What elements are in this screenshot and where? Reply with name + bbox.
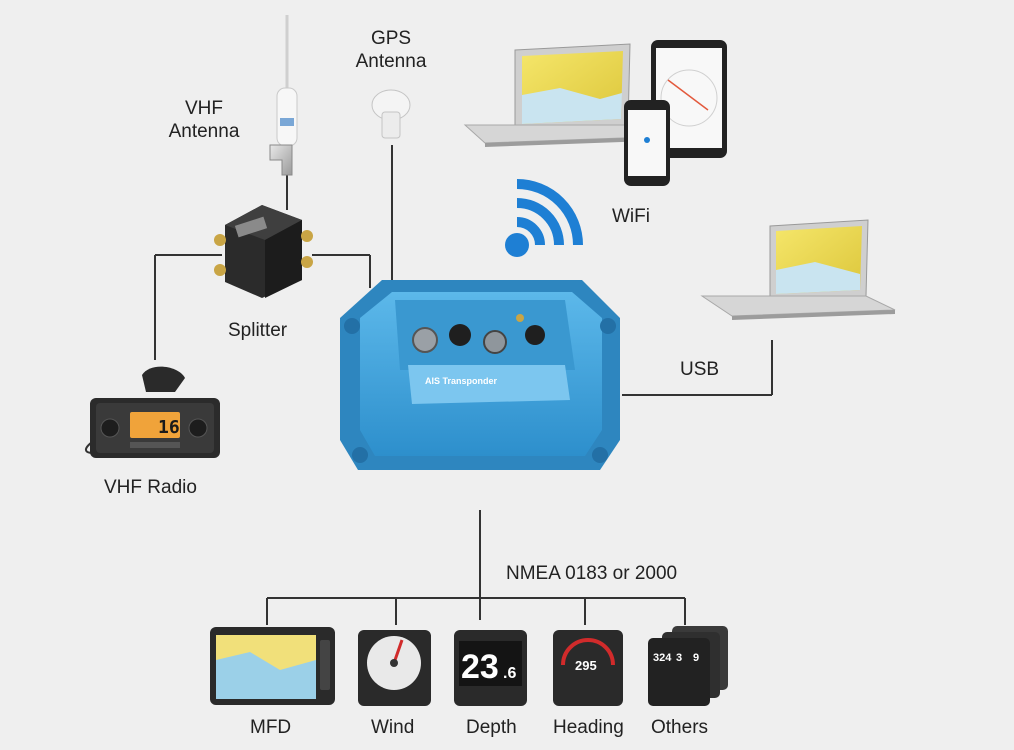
device-panel-title: AIS Transponder <box>425 376 498 386</box>
gps-antenna-label-line2: Antenna <box>355 51 427 72</box>
mfd-label: MFD <box>250 717 292 738</box>
splitter-label: Splitter <box>228 320 288 341</box>
wind-label: Wind <box>371 717 415 738</box>
others-instruments-icon: 324 3 9 <box>648 626 728 706</box>
others-value-1: 324 <box>653 652 672 664</box>
laptop-usb-icon <box>700 219 896 320</box>
vhf-antenna-label-line2: Antenna <box>168 121 240 142</box>
depth-decimal-value: .6 <box>503 665 516 682</box>
heading-value: 295 <box>575 658 597 673</box>
laptop-wifi-icon <box>463 43 652 147</box>
depth-label: Depth <box>466 717 517 738</box>
others-label: Others <box>651 717 709 738</box>
gps-antenna-label-line1: GPS <box>370 28 412 49</box>
vhf-antenna-label-line1: VHF <box>185 98 223 119</box>
others-value-3: 9 <box>693 652 699 664</box>
connection-lines <box>154 145 773 625</box>
phone-icon <box>624 100 670 186</box>
gps-antenna-label: GPS Antenna <box>331 27 451 73</box>
vhf-radio-label: VHF Radio <box>104 477 197 498</box>
depth-main-value: 23 <box>461 648 499 686</box>
wifi-label: WiFi <box>612 206 650 227</box>
usb-label: USB <box>680 359 720 380</box>
vhf-radio-icon: 16 <box>85 366 220 458</box>
wifi-icon <box>505 179 583 257</box>
nmea-label: NMEA 0183 or 2000 <box>506 563 678 584</box>
ais-transponder-device: AIS Transponder <box>340 280 620 470</box>
vhf-antenna-label: VHF Antenna <box>144 97 264 143</box>
vhf-antenna-icon <box>269 15 298 176</box>
mfd-icon <box>210 627 335 705</box>
vhf-radio-display: 16 <box>158 417 180 438</box>
wind-instrument-icon <box>358 630 431 706</box>
gps-antenna-icon <box>371 89 411 139</box>
heading-label: Heading <box>553 717 624 738</box>
tablet-icon <box>651 40 727 158</box>
heading-instrument-icon: 295 <box>553 630 623 706</box>
splitter-icon <box>214 205 313 298</box>
others-value-2: 3 <box>676 652 682 664</box>
depth-instrument-icon: 23 .6 <box>454 630 527 706</box>
